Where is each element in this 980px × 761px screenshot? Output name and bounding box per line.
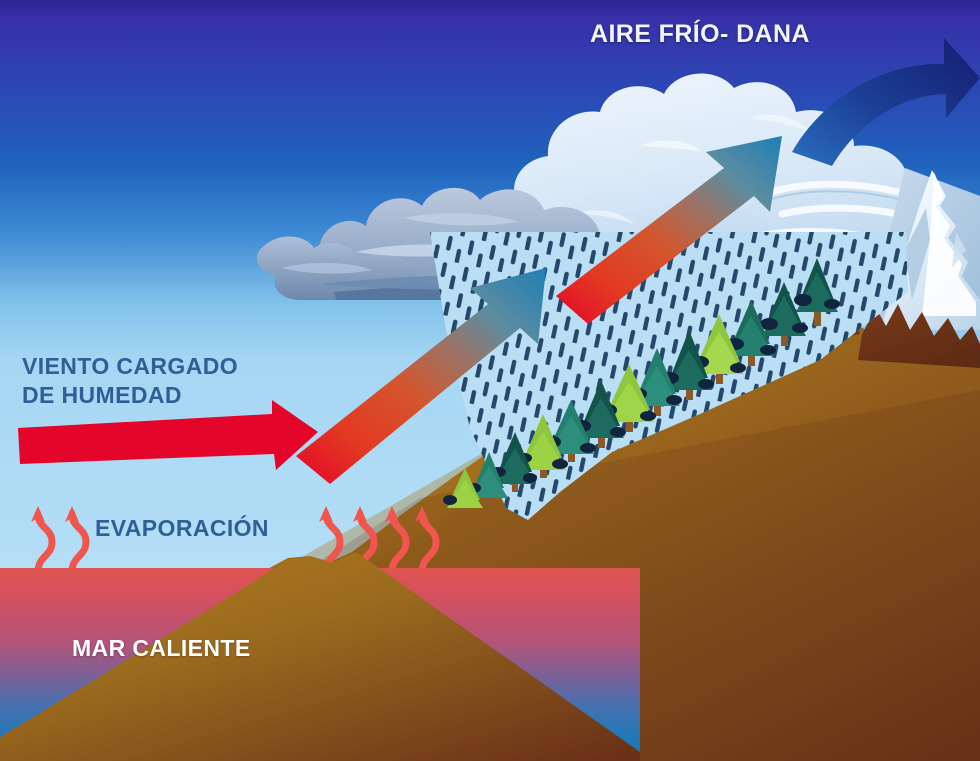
warm-sea-label: MAR CALIENTE	[72, 635, 251, 661]
moist-wind-label-line2: DE HUMEDAD	[22, 382, 182, 408]
tree-cluster	[443, 258, 840, 516]
moist-wind-label-line1: VIENTO CARGADO	[22, 353, 239, 379]
warm-sea	[0, 568, 640, 761]
cold-air-arrow-icon	[792, 38, 980, 166]
rising-air-arrow-icon	[296, 136, 782, 484]
moist-wind-label: VIENTO CARGADO DE HUMEDAD	[22, 352, 238, 410]
moist-wind-arrow-icon	[18, 400, 318, 470]
evaporation-label: EVAPORACIÓN	[95, 515, 269, 541]
page-title: AIRE FRÍO- DANA	[590, 20, 810, 48]
evaporation-arrowheads	[31, 506, 429, 522]
